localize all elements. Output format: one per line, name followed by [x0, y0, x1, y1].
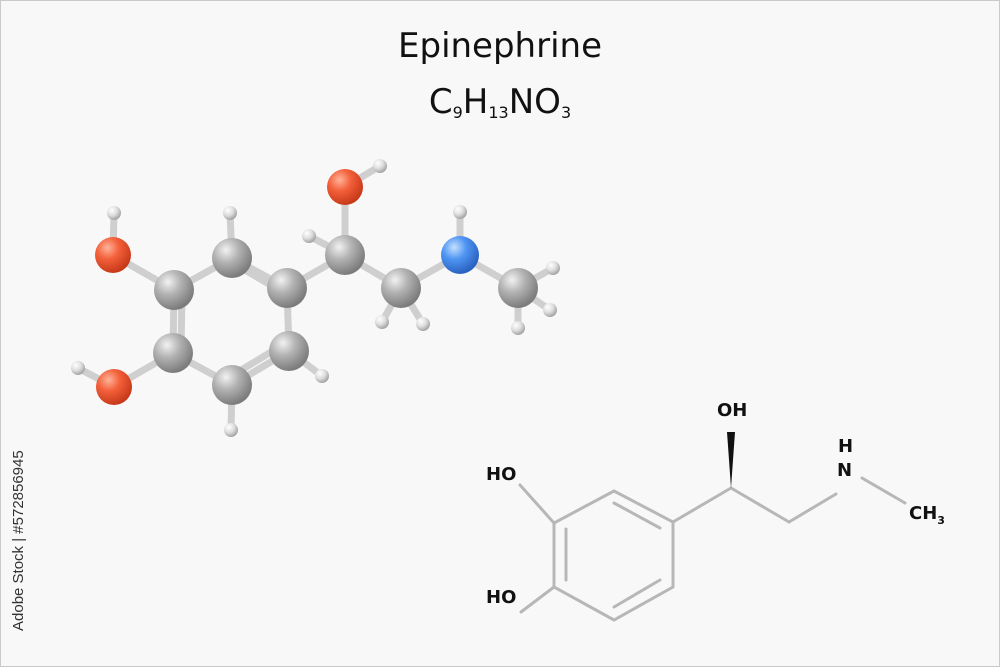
aromatic-bond: [612, 501, 662, 530]
oxygen-atom: [96, 369, 132, 405]
formula-c-count: 9: [452, 103, 463, 122]
carbon-atom: [269, 331, 309, 371]
hydrogen-atom: [373, 159, 387, 173]
hydrogen-atom: [416, 317, 430, 331]
hydrogen-atom: [224, 423, 238, 437]
molecular-formula: C9H13NO3: [0, 82, 1000, 122]
hydrogen-atom: [511, 321, 525, 335]
hydrogen-atom: [107, 206, 121, 220]
methyl-ch: CH: [909, 503, 937, 524]
carbon-atom: [267, 268, 307, 308]
stock-watermark: Adobe Stock | #572856945: [10, 450, 27, 632]
hydroxyl-label: OH: [717, 400, 747, 421]
methyl-label: CH3: [909, 503, 945, 527]
bond: [518, 483, 556, 525]
formula-o-count: 3: [560, 103, 572, 122]
oxygen-atom: [327, 169, 363, 205]
benzene-ring: [552, 489, 675, 622]
ball-and-stick-model: [71, 159, 560, 437]
amine-nitrogen-label: N: [837, 460, 852, 481]
carbon-atom: [212, 365, 252, 405]
bond: [787, 492, 838, 524]
formula-h: H: [462, 82, 489, 122]
bond: [519, 585, 556, 614]
hydrogen-atom: [375, 315, 389, 329]
oxygen-atom: [95, 237, 131, 273]
hydroxyl-label-upper: HO: [486, 464, 516, 485]
carbon-atom: [325, 235, 365, 275]
formula-no: NO: [508, 82, 561, 122]
hydrogen-atom: [223, 206, 237, 220]
carbon-atom: [154, 270, 194, 310]
methyl-subscript: 3: [937, 514, 945, 527]
hydrogen-atom: [315, 369, 329, 383]
molecule-name: Epinephrine: [398, 26, 602, 66]
skeletal-formula: OH H N CH3 HO HO: [486, 400, 945, 622]
bond: [860, 476, 907, 505]
hydroxyl-label-lower: HO: [486, 587, 516, 608]
hydrogen-atom: [71, 361, 85, 375]
carbon-atom: [498, 268, 538, 308]
hydrogen-atom: [302, 229, 316, 243]
amine-hydrogen-label: H: [838, 436, 853, 457]
hydrogen-atom: [543, 303, 557, 317]
formula-c: C: [428, 82, 453, 122]
hydrogen-atom: [546, 261, 560, 275]
nitrogen-atom: [441, 236, 479, 274]
bond: [671, 486, 733, 524]
bonds-3d: [74, 162, 557, 434]
carbon-atom: [153, 333, 193, 373]
carbon-atom: [381, 268, 421, 308]
formula-h-count: 13: [488, 103, 509, 122]
carbon-atom: [212, 238, 252, 278]
wedge-bond: [727, 432, 735, 488]
hydrogen-atom: [453, 205, 467, 219]
bond: [729, 486, 791, 524]
atoms-3d: [71, 159, 560, 437]
aromatic-bond: [612, 578, 662, 609]
